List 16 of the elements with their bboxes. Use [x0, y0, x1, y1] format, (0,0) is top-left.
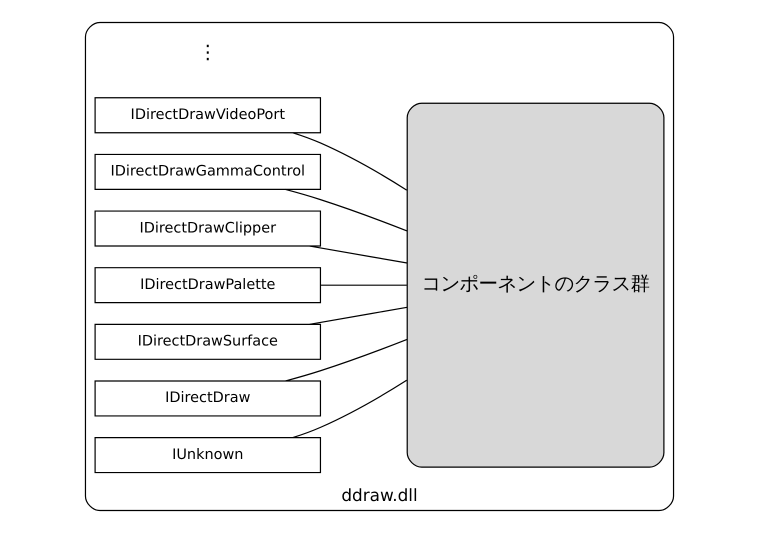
- node-box: IDirectDrawGammaControl: [94, 154, 322, 190]
- connector: [310, 245, 408, 264]
- node-box: IDirectDrawSurface: [94, 324, 322, 360]
- connector: [292, 380, 407, 438]
- node-box: IDirectDrawPalette: [94, 267, 322, 304]
- connector: [320, 284, 407, 286]
- connector: [292, 132, 407, 191]
- node-box: IDirectDraw: [94, 380, 322, 417]
- connector: [285, 338, 408, 382]
- connector: [285, 188, 408, 232]
- node-box: IUnknown: [94, 437, 322, 474]
- node-box: IDirectDrawClipper: [94, 210, 322, 247]
- connector: [310, 306, 408, 325]
- label: ⋮: [198, 40, 218, 64]
- node-box: IDirectDrawVideoPort: [94, 97, 322, 134]
- node-box: コンポーネントのクラス群: [406, 102, 664, 468]
